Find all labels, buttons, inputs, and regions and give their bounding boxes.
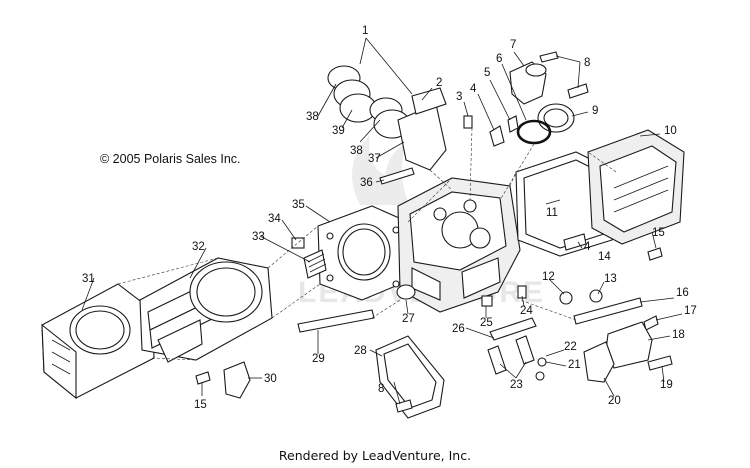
callout-29: 29 — [312, 353, 325, 365]
callout-14: 14 — [598, 251, 611, 263]
callout-31: 31 — [82, 273, 95, 285]
callout-5: 5 — [484, 67, 490, 79]
callout-numbers: 1 2 3 4 5 6 7 8 9 10 11 12 13 14 15 16 1… — [82, 25, 697, 411]
callout-25: 25 — [480, 317, 493, 329]
callout-8: 8 — [584, 57, 590, 69]
callout-37: 37 — [368, 153, 381, 165]
part-10-valve-cover — [587, 129, 685, 245]
callout-12: 12 — [542, 271, 555, 283]
copyright-notice: © 2005 Polaris Sales Inc. — [100, 152, 241, 166]
callout-35: 35 — [292, 199, 305, 211]
callout-18: 18 — [672, 329, 685, 341]
callout-22: 22 — [564, 341, 577, 353]
alignment-lines — [117, 127, 617, 361]
leader-lines — [81, 37, 683, 405]
callout-11: 11 — [546, 207, 558, 219]
callout-33: 33 — [252, 231, 265, 243]
callout-23: 23 — [510, 379, 523, 391]
callout-34: 34 — [268, 213, 281, 225]
callout-36: 36 — [360, 177, 373, 189]
callout-28: 28 — [354, 345, 367, 357]
callout-9: 9 — [592, 105, 598, 117]
callout-32: 32 — [192, 241, 205, 253]
callout-30: 30 — [264, 373, 277, 385]
render-credit: Rendered by LeadVenture, Inc. — [278, 448, 472, 463]
callout-15: 15 — [652, 227, 665, 239]
callout-17: 17 — [684, 305, 697, 317]
callout-2: 2 — [436, 77, 442, 89]
callout-4: 4 — [470, 83, 477, 95]
callout-15b: 15 — [194, 399, 207, 411]
callout-13: 13 — [604, 273, 617, 285]
part-7-elbow — [509, 61, 547, 105]
small-hardware — [195, 51, 673, 419]
callout-26: 26 — [452, 323, 465, 335]
callout-4b: 4 — [584, 241, 591, 253]
part-9-boot — [537, 103, 575, 133]
callout-39: 39 — [332, 125, 345, 137]
callout-6: 6 — [496, 53, 502, 65]
callout-16: 16 — [676, 287, 689, 299]
callout-7: 7 — [510, 39, 516, 51]
intake-assembly — [327, 65, 447, 171]
cylinder-head — [397, 177, 521, 313]
callout-27: 27 — [402, 313, 415, 325]
part-32-cylinder — [139, 257, 273, 363]
part-35-head-gasket — [317, 205, 411, 301]
callout-19: 19 — [660, 379, 673, 391]
callout-8b: 8 — [378, 383, 384, 395]
callout-24: 24 — [520, 305, 533, 317]
callout-1: 1 — [362, 25, 368, 37]
callout-38a: 38 — [306, 111, 319, 123]
callout-38b: 38 — [350, 145, 363, 157]
callout-10: 10 — [664, 125, 677, 137]
part-31-base-gasket — [41, 283, 155, 400]
callout-20: 20 — [608, 395, 621, 407]
callout-21: 21 — [568, 359, 581, 371]
part-6-o-ring — [516, 119, 552, 145]
callout-3: 3 — [456, 91, 462, 103]
